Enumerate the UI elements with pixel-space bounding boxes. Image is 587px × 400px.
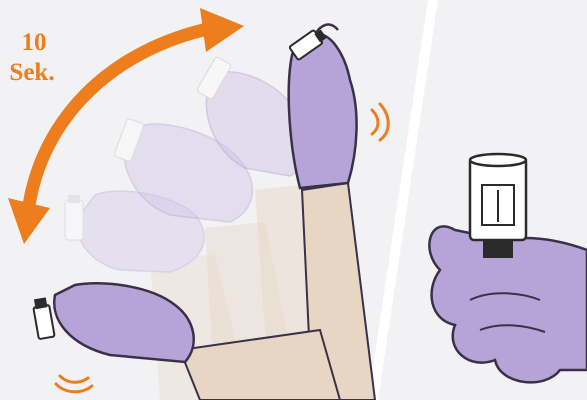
timer-value: 10 (14, 28, 54, 58)
timer-unit: Sek. (0, 58, 64, 88)
